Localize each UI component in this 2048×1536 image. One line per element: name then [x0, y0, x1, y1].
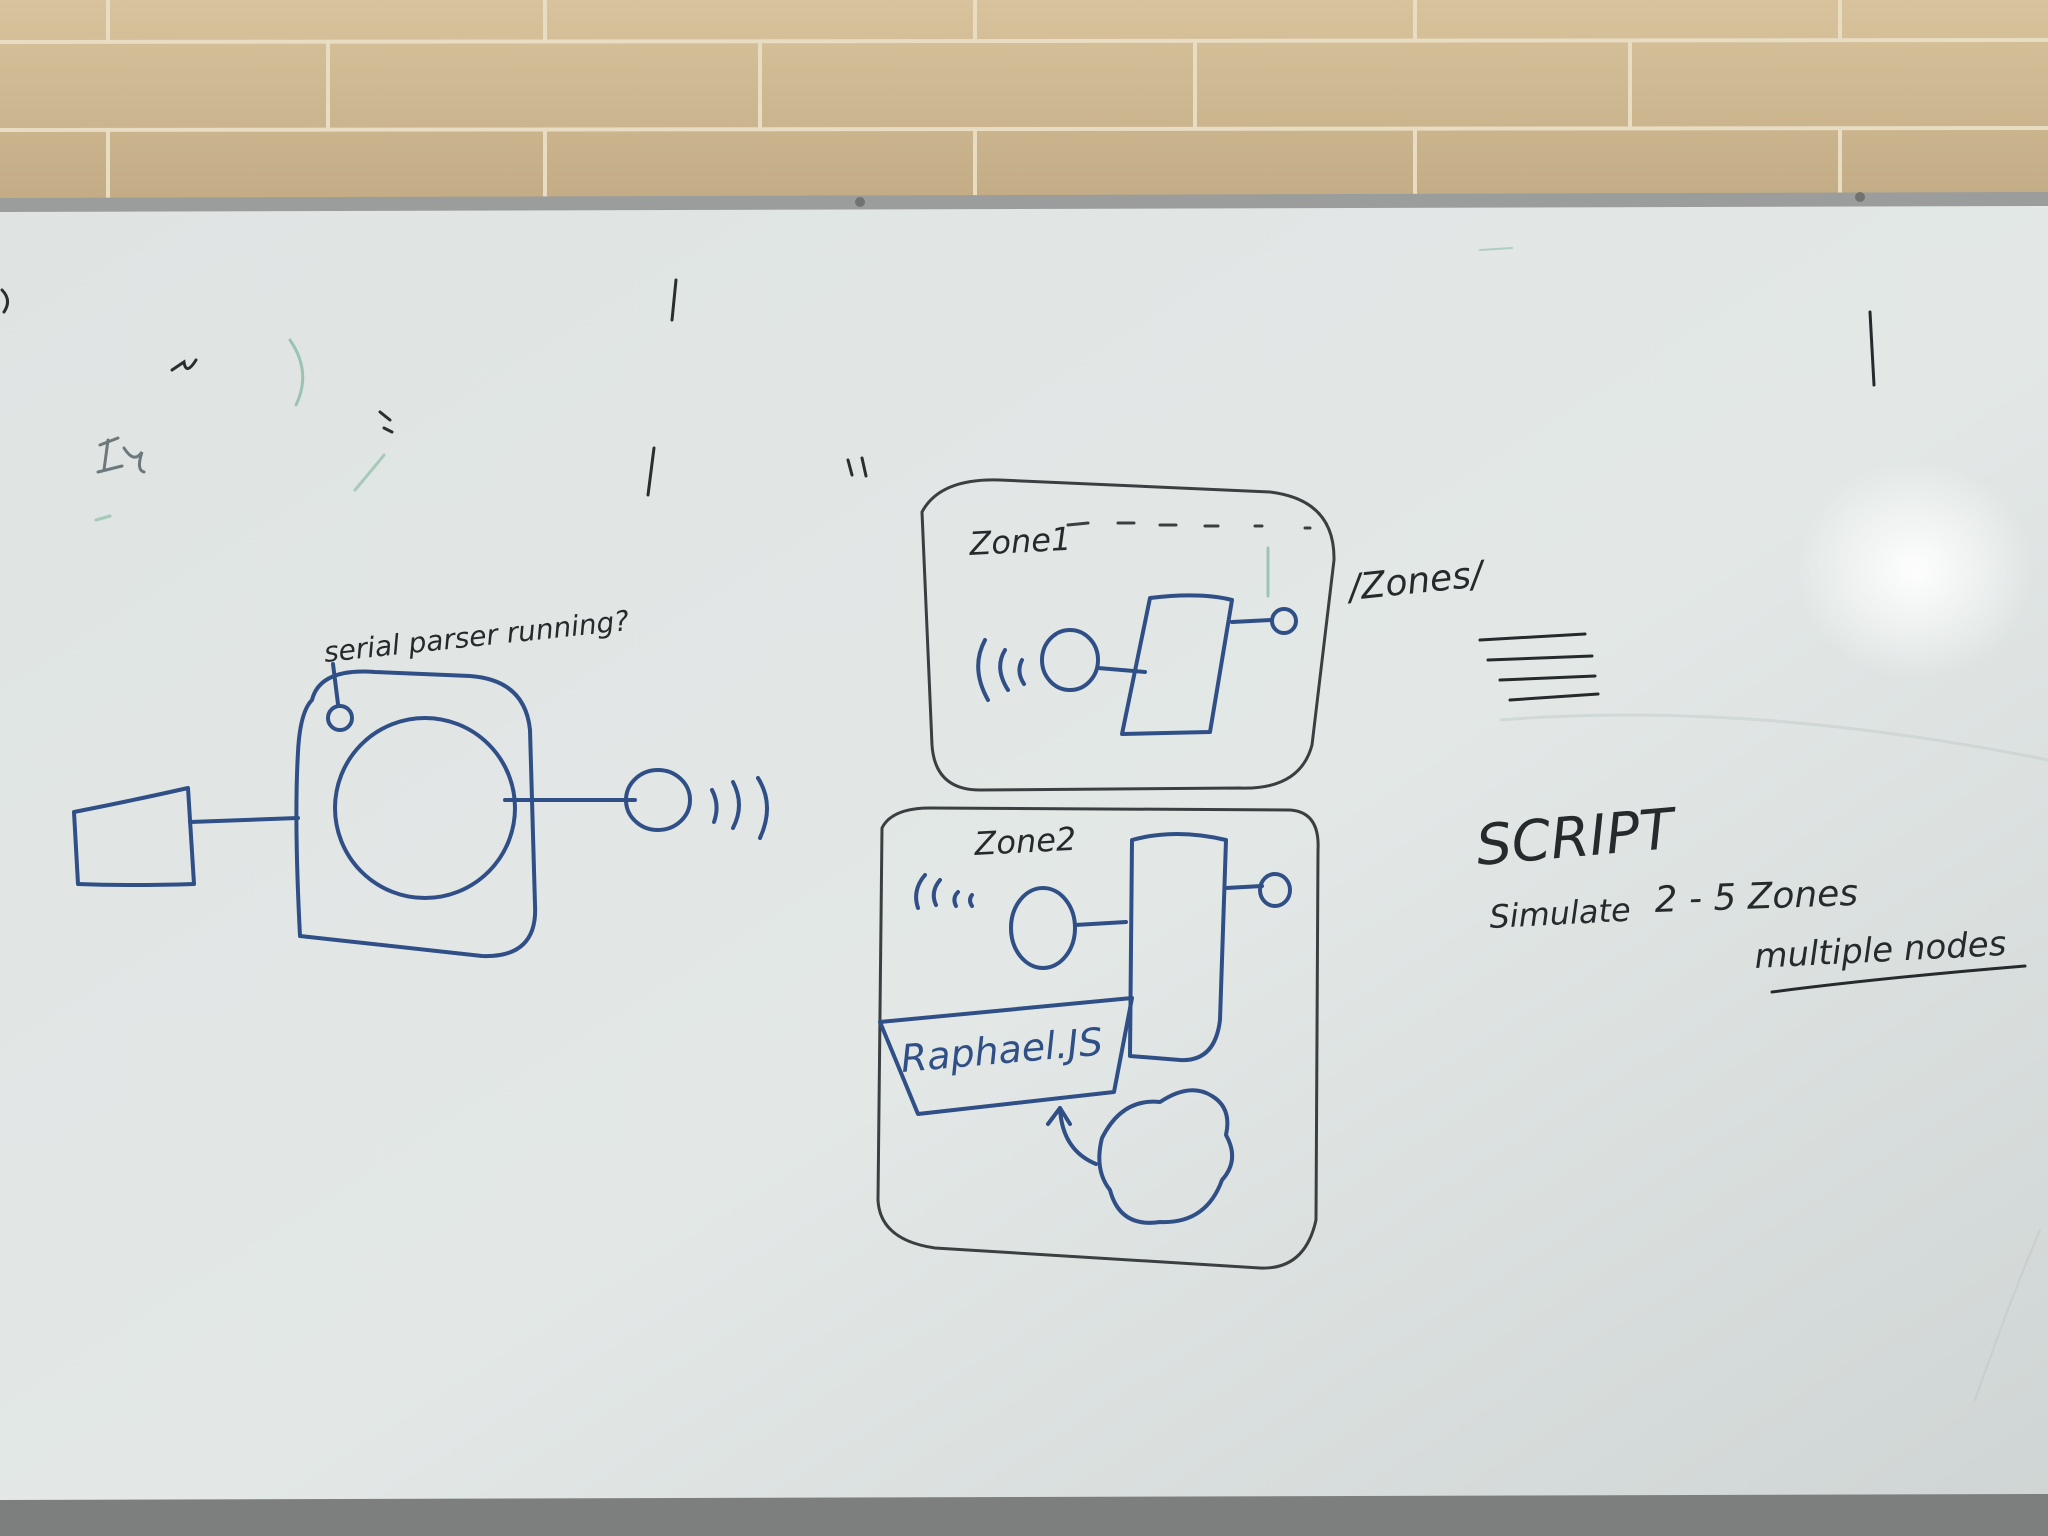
zone1-node-circle — [1040, 628, 1100, 692]
zone2-node-circle — [1009, 886, 1077, 970]
device-box — [72, 786, 196, 887]
notes-simulate-word: Simulate — [1488, 891, 1631, 936]
zone1-box — [920, 478, 1336, 792]
hub-rounded-box — [294, 669, 538, 959]
whiteboard — [0, 192, 2048, 1536]
zone2-box — [876, 806, 1320, 1270]
antenna-node-circle — [624, 768, 692, 832]
status-indicator-circle — [326, 704, 354, 732]
cloud-shape — [1097, 1088, 1234, 1225]
zone2-output-circle — [1258, 872, 1292, 908]
stacked-lines-icon — [1478, 632, 1600, 702]
connector-line — [188, 816, 300, 824]
zone2-device-rectangle — [1128, 832, 1228, 1063]
zone2-signal-waves-icon — [914, 873, 974, 910]
zone1-signal-waves-icon — [976, 638, 1026, 702]
curved-arrow — [1046, 1106, 1098, 1166]
zone2-title: Zone2 — [972, 820, 1077, 863]
light-glare — [1795, 460, 2035, 680]
zone2-diagram — [876, 806, 1320, 1270]
library-label-box — [878, 996, 1134, 1116]
left-diagram — [72, 662, 770, 959]
hub-circle — [333, 716, 517, 900]
zone1-device-rectangle — [1120, 593, 1234, 736]
notes-zone-range: 2 - 5 Zones — [1654, 873, 1859, 921]
faint-erased-marks — [0, 247, 2041, 1401]
indicator-pointer-line — [331, 662, 340, 706]
zone1-diagram — [920, 478, 1336, 792]
zone1-title: Zone1 — [967, 520, 1072, 563]
zone1-output-circle — [1270, 607, 1298, 635]
signal-waves-icon — [710, 776, 770, 840]
underline — [1770, 964, 2027, 994]
cinder-block-wall — [0, 0, 2048, 210]
